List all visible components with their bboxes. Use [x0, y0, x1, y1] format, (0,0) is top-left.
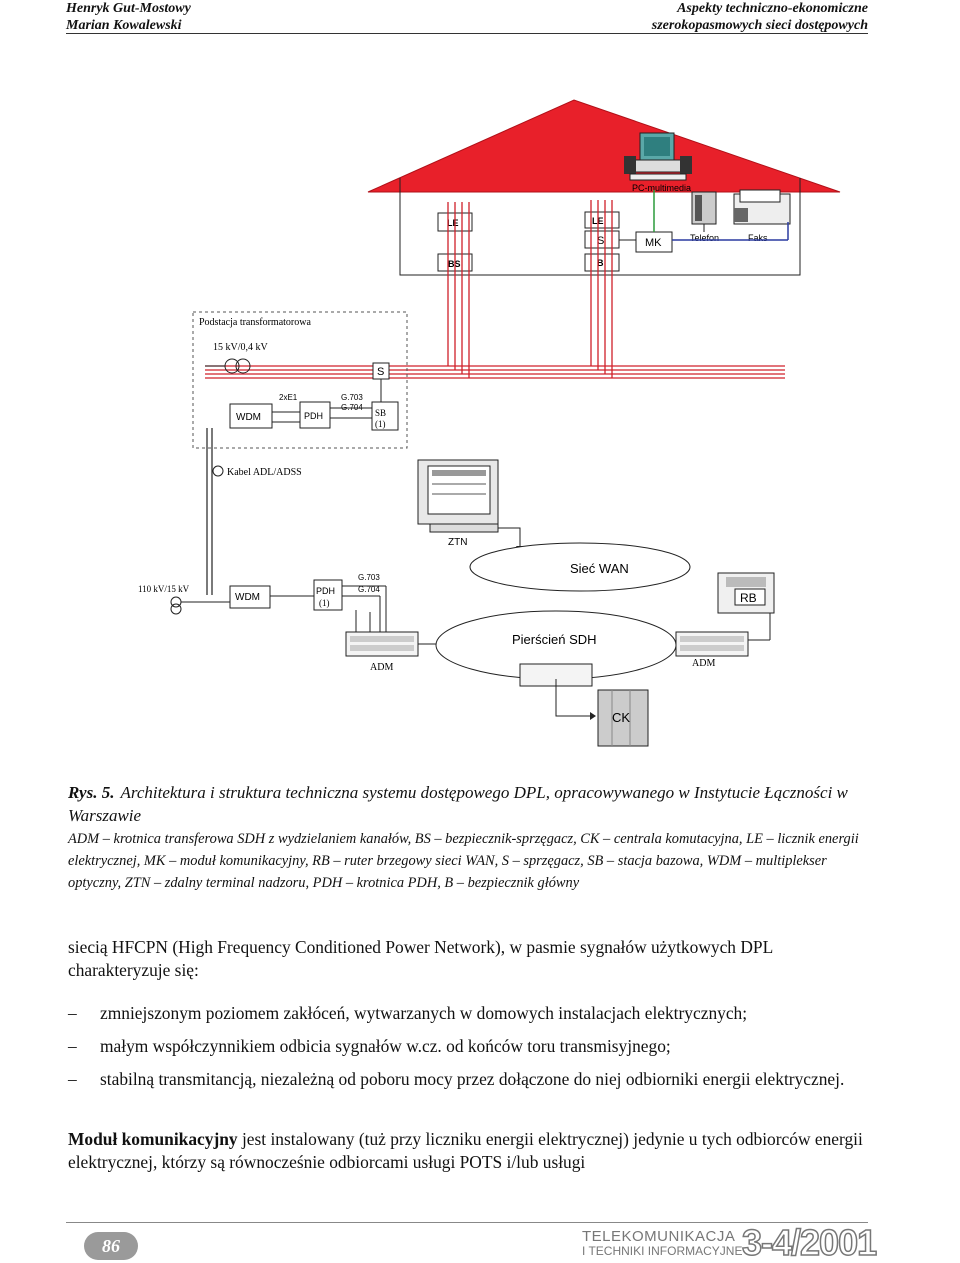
house: [367, 99, 841, 276]
house-telefon: Telefon: [690, 233, 719, 243]
ck-label: CK: [612, 710, 630, 725]
architecture-diagram: PC-multimedia LE BS LE S B MK Telefon Fa…: [138, 99, 841, 747]
house-mk: MK: [645, 237, 662, 249]
figure-number: Rys. 5.: [68, 783, 115, 802]
substation-sb-num: (1): [375, 419, 386, 429]
header-title-line-1: Aspekty techniczno-ekonomiczne: [677, 1, 868, 16]
paragraph-1: siecią HFCPN (High Frequency Conditioned…: [68, 937, 773, 980]
house-roof: [367, 99, 841, 193]
footer-rule: [66, 1222, 868, 1223]
wan-label: Sieć WAN: [570, 561, 629, 576]
header-title-line-2: szerokopasmowych sieci dostępowych: [651, 18, 868, 33]
phone-icon: [691, 191, 717, 225]
bullet-list: –zmniejszonym poziomem zakłóceń, wytwarz…: [68, 1002, 868, 1101]
paragraph-2-bold: Moduł komunikacyjny: [68, 1129, 238, 1149]
adm-right-device: [675, 631, 749, 657]
wdm2-label: WDM: [235, 592, 260, 603]
substation-g703: G.703: [341, 393, 363, 402]
ztn-label: ZTN: [448, 537, 467, 548]
page-number: 86: [84, 1232, 138, 1260]
magazine-name-1: TELEKOMUNIKACJA: [582, 1228, 736, 1245]
g703b-label: G.703: [358, 573, 380, 582]
header-rule: [66, 33, 868, 34]
author-1: Henryk Gut-Mostowy: [66, 1, 191, 16]
substation-voltage: 15 kV/0,4 kV: [213, 342, 269, 353]
ring-label: Pierścień SDH: [512, 632, 597, 647]
house-bs: BS: [448, 259, 461, 269]
house-le-left: LE: [447, 218, 459, 228]
list-item: –zmniejszonym poziomem zakłóceń, wytwarz…: [68, 1003, 748, 1023]
substation-title: Podstacja transformatorowa: [199, 317, 311, 328]
ck-cabinet: [597, 689, 649, 747]
list-item: –małym współczynnikiem odbicia sygnałów …: [68, 1036, 671, 1056]
substation-e1: 2xE1: [279, 393, 298, 402]
figure-caption: Rys. 5.Architektura i struktura technicz…: [68, 782, 868, 894]
pdh2-num: (1): [319, 598, 330, 608]
house-s: S: [597, 235, 604, 247]
g704b-label: G.704: [358, 585, 380, 594]
ztn-terminal-icon: [417, 459, 499, 533]
house-b: B: [597, 258, 604, 268]
substation-pdh: PDH: [304, 411, 323, 421]
substation-sb: SB: [375, 408, 386, 418]
pc-label: PC-multimedia: [632, 183, 691, 193]
pc-icon: [624, 132, 692, 181]
adm-right-label: ADM: [692, 658, 715, 669]
rb-label: RB: [740, 591, 757, 605]
power-lines: [205, 200, 785, 379]
substation-s: S: [377, 366, 384, 378]
magazine-name-2: I TECHNIKI INFORMACYJNE: [582, 1244, 743, 1258]
paragraph-2: Moduł komunikacyjny jest instalowany (tu…: [68, 1128, 868, 1174]
issue-number: 3-4/2001: [741, 1222, 878, 1263]
adm-left-label: ADM: [370, 662, 393, 673]
fax-icon: [733, 189, 791, 225]
author-2: Marian Kowalewski: [66, 18, 182, 33]
hv-label: 110 kV/15 kV: [138, 584, 190, 594]
paragraph-2-rest: jest instalowany (tuż przy liczniku ener…: [68, 1129, 863, 1172]
figure-title: Architektura i struktura techniczna syst…: [68, 783, 848, 825]
cable-label: Kabel ADL/ADSS: [227, 467, 302, 478]
substation-box: [192, 311, 408, 449]
adm-left-device: [345, 631, 419, 657]
house-faks: Faks: [748, 233, 768, 243]
substation-wdm: WDM: [236, 412, 261, 423]
pdh2-label: PDH: [316, 586, 335, 596]
wan-ellipse: [469, 542, 691, 592]
header-title: Aspekty techniczno-ekonomiczne szerokopa…: [652, 0, 868, 34]
header-authors: Henryk Gut-Mostowy Marian Kowalewski: [66, 0, 191, 34]
house-walls: [399, 178, 801, 276]
figure-legend: ADM – krotnica transferowa SDH z wydziel…: [68, 831, 859, 891]
list-item: –stabilną transmitancją, niezależną od p…: [68, 1069, 845, 1089]
